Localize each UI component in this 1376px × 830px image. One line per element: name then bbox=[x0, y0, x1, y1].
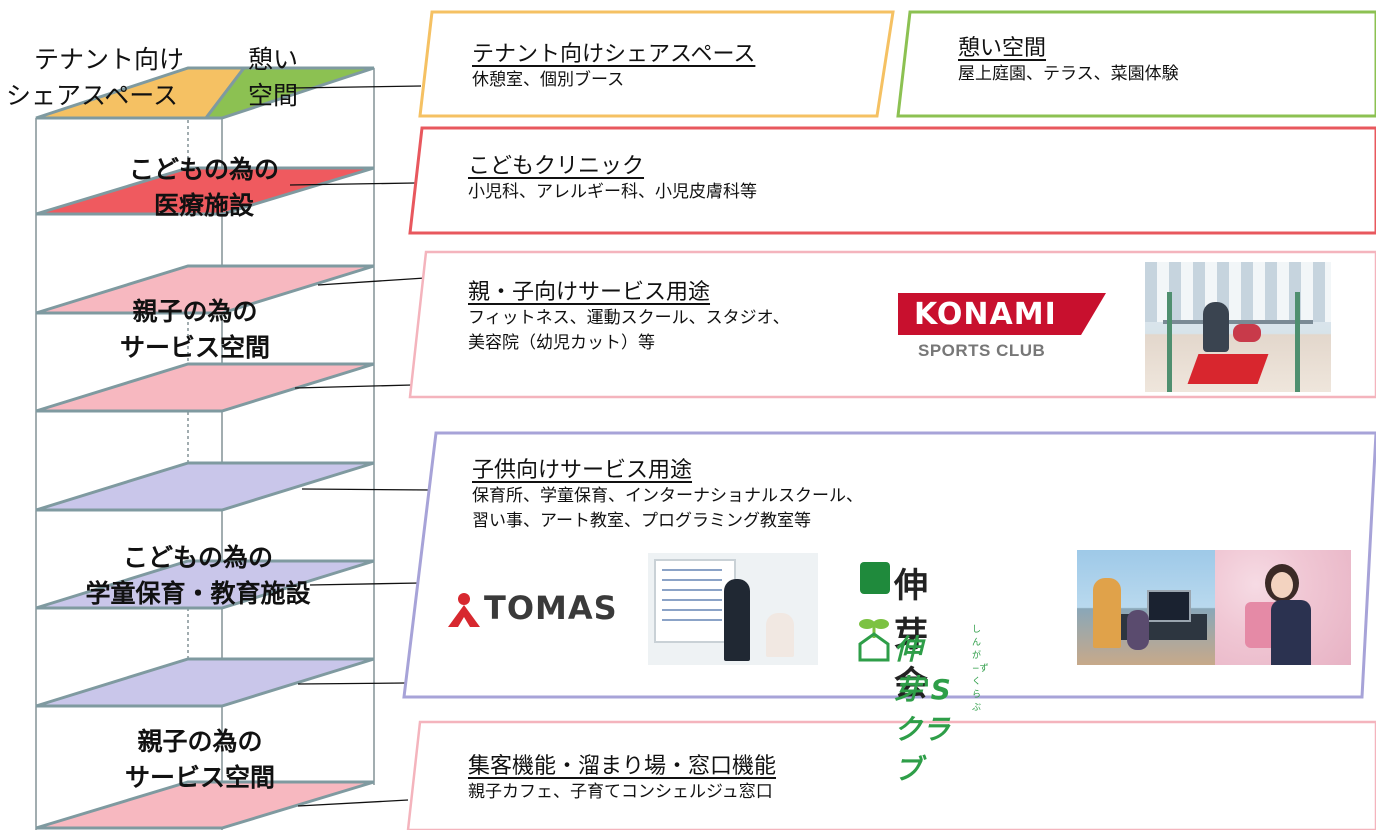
floor-label-parent-lower-line1: 親子の為の bbox=[137, 727, 263, 756]
classroom-photo-student bbox=[766, 613, 794, 657]
school-girl-photo-body bbox=[1271, 600, 1311, 665]
parent-box-title: 親・子向けサービス用途 bbox=[468, 280, 711, 305]
computer-class-photo-child bbox=[1127, 610, 1149, 650]
sprout-icon-leaf-right bbox=[873, 619, 889, 629]
clinic-box-title: こどもクリニック bbox=[468, 154, 645, 179]
floor-plate-edu-2 bbox=[35, 559, 375, 610]
floor-label-parent-upper-line1: 親子の為の bbox=[132, 297, 258, 326]
konami-logo: KONAMI SPORTS CLUB bbox=[898, 293, 1106, 363]
computer-class-photo-monitor bbox=[1147, 590, 1191, 622]
sprout-icon-house bbox=[858, 632, 890, 662]
konami-logo-text: KONAMI bbox=[914, 297, 1057, 332]
konami-logo-banner bbox=[898, 293, 1106, 335]
floor-label-ikoi: 憩い 空間 bbox=[248, 42, 298, 115]
floor-label-education-line1: こどもの為の bbox=[122, 543, 273, 572]
floor-plate-parent-2 bbox=[35, 362, 375, 413]
school-girl-photo bbox=[1215, 550, 1351, 665]
gym-photo-person bbox=[1203, 302, 1229, 352]
clinic-box-desc: 小児科、アレルギー科、小児皮膚科等 bbox=[468, 182, 757, 202]
floor-label-education: こどもの為の 学童保育・教育施設 bbox=[56, 540, 340, 613]
tomas-logo-mark-body bbox=[448, 605, 480, 627]
lounge-box-outline bbox=[406, 720, 1376, 830]
tomas-logo-text: TOMAS bbox=[484, 589, 618, 627]
floor-plate-clinic bbox=[35, 166, 375, 216]
floor-plate-lounge bbox=[35, 780, 375, 830]
share-box-outline bbox=[418, 10, 895, 118]
roof-plate-ikoi bbox=[202, 66, 375, 120]
ikoi-box-outline bbox=[896, 10, 1376, 118]
classroom-photo-board-lines bbox=[662, 569, 722, 625]
floor-label-ikoi-line1: 憩い bbox=[248, 45, 299, 74]
tomas-logo-mark-head bbox=[458, 593, 470, 605]
tomas-logo-mark bbox=[448, 593, 480, 627]
floor-plate-parent-1 bbox=[35, 264, 375, 315]
floor-plate-edu-3 bbox=[35, 657, 375, 708]
gym-photo-mat bbox=[1187, 354, 1269, 384]
clinic-box-outline bbox=[408, 126, 1376, 235]
kids-box: 子供向けサービス用途 保育所、学童保育、インターナショナルスクール、 習い事、ア… bbox=[472, 452, 863, 533]
classroom-photo bbox=[648, 553, 818, 665]
share-box-desc: 休憩室、個別ブース bbox=[472, 70, 625, 90]
konami-logo-sub: SPORTS CLUB bbox=[918, 341, 1046, 360]
floor-label-parent-upper-line2: サービス空間 bbox=[119, 333, 270, 363]
shingakai-logo-text: 伸芽会 bbox=[894, 566, 932, 704]
floor-label-share-line2: シェアスペース bbox=[6, 81, 179, 111]
floor-label-share: テナント向け シェアスペース bbox=[6, 42, 184, 115]
lounge-box-title: 集客機能・溜まり場・窓口機能 bbox=[468, 754, 777, 779]
floor-label-clinic-line2: 医療施設 bbox=[153, 191, 254, 221]
gym-photo-post-right bbox=[1295, 292, 1300, 392]
connector-lines bbox=[289, 85, 433, 807]
ikoi-box-desc: 屋上庭園、テラス、菜園体験 bbox=[958, 64, 1179, 84]
parent-box-outline bbox=[408, 250, 1376, 399]
sprout-icon-stem bbox=[872, 626, 876, 638]
shingakai-logo-mark bbox=[860, 562, 890, 594]
kids-box-desc-2: 習い事、アート教室、プログラミング教室等 bbox=[472, 510, 811, 531]
share-box-title: テナント向けシェアスペース bbox=[472, 42, 756, 67]
floor-label-parent-lower-line2: サービス空間 bbox=[124, 763, 275, 793]
lounge-box-desc: 親子カフェ、子育てコンシェルジュ窓口 bbox=[468, 782, 773, 802]
parent-box-desc-2: 美容院（幼児カット）等 bbox=[468, 332, 655, 353]
floor-label-share-line1: テナント向け bbox=[34, 45, 185, 74]
floor-plate-edu-1 bbox=[35, 461, 375, 512]
floor-label-clinic: こどもの為の 医療施設 bbox=[104, 152, 304, 225]
ikoi-box: 憩い空間 屋上庭園、テラス、菜園体験 bbox=[958, 30, 1179, 87]
shingaclub-logo-ruby: しんが−ずくらぶ bbox=[972, 625, 989, 713]
gym-photo bbox=[1145, 262, 1331, 392]
floor-label-ikoi-line2: 空間 bbox=[248, 81, 299, 111]
kids-box-title: 子供向けサービス用途 bbox=[472, 458, 693, 483]
gym-photo-post-left bbox=[1167, 292, 1172, 392]
floor-label-education-line2: 学童保育・教育施設 bbox=[85, 579, 311, 609]
clinic-box: こどもクリニック 小児科、アレルギー科、小児皮膚科等 bbox=[468, 148, 757, 205]
gym-photo-bar bbox=[1163, 320, 1313, 324]
ikoi-box-title: 憩い空間 bbox=[958, 36, 1047, 61]
sprout-icon-leaf-left bbox=[859, 619, 875, 629]
shingaclub-logo-text: 伸芽'Sクラブ bbox=[894, 633, 951, 786]
floor-label-clinic-line1: こどもの為の bbox=[128, 155, 279, 184]
gym-photo-window bbox=[1145, 262, 1331, 322]
parent-box-desc-1: フィットネス、運動スクール、スタジオ、 bbox=[468, 308, 790, 328]
lounge-box: 集客機能・溜まり場・窓口機能 親子カフェ、子育てコンシェルジュ窓口 bbox=[468, 748, 776, 805]
classroom-photo-teacher bbox=[724, 579, 750, 661]
share-box: テナント向けシェアスペース 休憩室、個別ブース bbox=[472, 36, 755, 93]
computer-class-photo bbox=[1077, 550, 1215, 665]
school-girl-photo-face bbox=[1271, 572, 1293, 598]
sprout-icon bbox=[858, 619, 890, 662]
floor-label-parent-upper: 親子の為の サービス空間 bbox=[90, 294, 300, 367]
floor-label-parent-lower: 親子の為の サービス空間 bbox=[100, 724, 300, 797]
parent-box: 親・子向けサービス用途 フィットネス、運動スクール、スタジオ、 美容院（幼児カッ… bbox=[468, 274, 790, 355]
computer-class-photo-teacher bbox=[1093, 578, 1121, 648]
kids-box-desc-1: 保育所、学童保育、インターナショナルスクール、 bbox=[472, 486, 863, 506]
gym-photo-child bbox=[1233, 324, 1261, 342]
